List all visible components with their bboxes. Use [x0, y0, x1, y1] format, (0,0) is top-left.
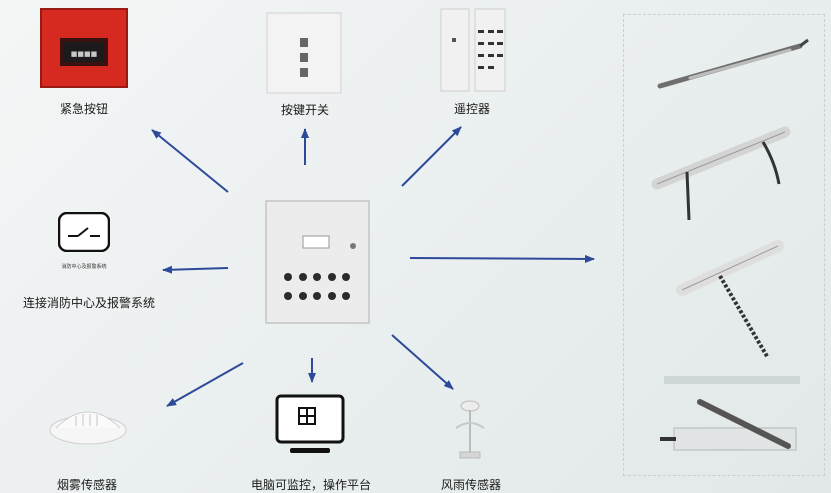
- svg-text:■■■■: ■■■■: [71, 50, 97, 58]
- arm-actuator: [660, 372, 805, 462]
- arrow-to-smoke-sensor: [166, 362, 244, 407]
- wind-rain-sensor-label: 风雨传感器: [440, 478, 502, 492]
- fire-center-label: 连接消防中心及报警系统: [22, 296, 156, 310]
- arrow-to-remote-control: [401, 126, 462, 187]
- key-switch-image: [266, 12, 342, 94]
- emergency-button-image: ■■■■: [40, 8, 128, 88]
- rack-actuator: [668, 238, 798, 368]
- remote-control-image: [440, 8, 506, 92]
- control-cabinet: [265, 200, 370, 324]
- arrow-to-emergency-button: [151, 129, 229, 193]
- wind-rain-sensor-image: [440, 388, 500, 464]
- actuator-panel: [623, 14, 825, 476]
- smoke-sensor-label: 烟雾传感器: [56, 478, 118, 492]
- chain-actuator: [650, 36, 820, 96]
- arrow-to-fire-center: [162, 265, 229, 274]
- computer-label: 电脑可监控，操作平台: [250, 478, 372, 492]
- arrow-to-wind-rain-sensor: [391, 334, 454, 390]
- computer-icon: [274, 393, 348, 461]
- key-switch-label: 按键开关: [280, 103, 330, 117]
- arrow-to-actuators: [409, 254, 595, 263]
- remote-control-label: 遥控器: [453, 102, 491, 116]
- fire-center-icon-caption: 消防中心及报警系统: [61, 264, 107, 270]
- linear-actuator-bracket: [645, 122, 815, 232]
- smoke-sensor-image: [46, 398, 130, 450]
- fire-center-icon: [58, 212, 110, 252]
- emergency-button-label: 紧急按钮: [59, 102, 109, 116]
